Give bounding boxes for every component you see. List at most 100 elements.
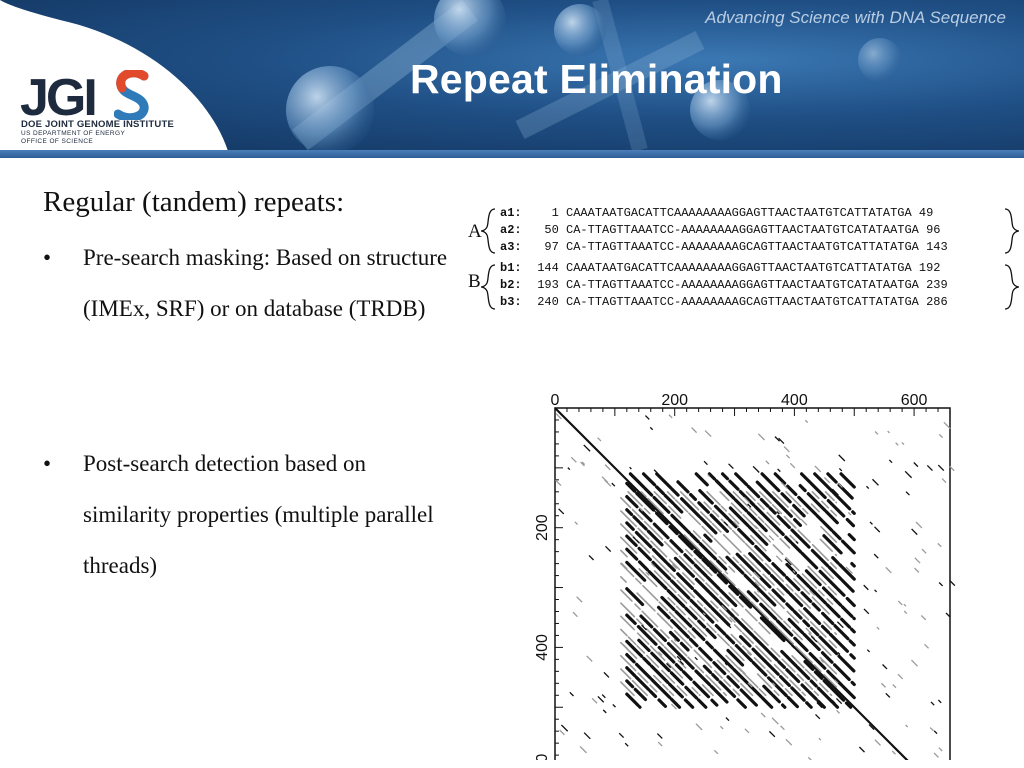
repeat-thread: [746, 590, 759, 603]
similarity-dot: [729, 616, 736, 624]
repeat-thread: [809, 621, 827, 638]
repeat-thread: [826, 669, 844, 687]
similarity-dot: [874, 526, 881, 533]
header-tagline: Advancing Science with DNA Sequence: [705, 8, 1006, 27]
similarity-dot: [829, 495, 835, 501]
y-tick-label: 400: [534, 634, 551, 661]
similarity-dot: [776, 511, 780, 515]
repeat-thread: [653, 490, 667, 505]
repeat-thread: [760, 696, 774, 709]
repeat-thread: [746, 511, 768, 533]
repeat-thread: [660, 629, 670, 639]
repeat-thread: [758, 688, 767, 697]
repeat-thread: [693, 549, 703, 560]
repeat-thread: [636, 632, 650, 645]
repeat-thread: [836, 587, 846, 597]
similarity-dot: [833, 679, 839, 684]
similarity-dot: [658, 651, 663, 656]
repeat-thread: [753, 630, 769, 646]
repeat-thread: [816, 699, 826, 709]
similarity-dot: [719, 725, 724, 730]
similarity-dot: [903, 603, 907, 607]
repeat-thread: [822, 534, 843, 555]
repeat-thread: [850, 627, 856, 634]
repeat-thread: [810, 548, 830, 568]
repeat-thread: [756, 586, 777, 607]
similarity-dot: [926, 464, 933, 472]
similarity-dot: [747, 503, 752, 508]
repeat-thread: [810, 503, 820, 513]
repeat-thread: [670, 618, 690, 639]
similarity-dot: [795, 541, 799, 544]
repeat-thread: [845, 596, 856, 608]
repeat-thread: [802, 619, 811, 628]
repeat-thread: [748, 552, 758, 561]
repeat-thread: [847, 533, 856, 542]
row-label: a1:: [500, 206, 522, 220]
repeat-thread: [758, 622, 771, 635]
repeat-thread: [753, 657, 766, 669]
repeat-thread: [723, 679, 731, 687]
similarity-dot: [588, 554, 595, 561]
repeat-thread: [625, 652, 636, 664]
repeat-thread: [809, 482, 827, 500]
repeat-thread: [719, 609, 733, 623]
repeat-thread: [744, 608, 758, 622]
similarity-dot: [602, 709, 607, 714]
repeat-thread: [668, 525, 679, 536]
similarity-dot: [711, 608, 719, 617]
similarity-dot: [622, 644, 629, 650]
similarity-dot: [933, 730, 938, 735]
similarity-dot: [800, 518, 808, 526]
repeat-thread: [625, 481, 637, 493]
repeat-thread: [821, 611, 835, 626]
repeat-thread: [755, 559, 771, 575]
repeat-thread: [725, 634, 736, 645]
repeat-thread: [758, 490, 772, 505]
similarity-dot: [764, 475, 771, 481]
repeat-thread: [678, 555, 693, 570]
similarity-dot: [888, 459, 893, 464]
repeat-thread: [771, 693, 781, 704]
repeat-thread: [725, 555, 745, 575]
repeat-thread: [625, 508, 634, 517]
repeat-thread: [753, 505, 771, 522]
repeat-thread: [780, 649, 798, 668]
repeat-thread: [816, 686, 835, 704]
repeat-thread: [757, 529, 771, 543]
repeat-thread: [696, 600, 704, 607]
repeat-thread: [636, 644, 646, 654]
bullet-text: Pre-search masking: Based on structure (…: [83, 245, 448, 321]
repeat-thread: [668, 682, 684, 699]
similarity-dot: [756, 590, 760, 594]
repeat-thread: [676, 685, 688, 697]
similarity-dot: [707, 474, 711, 478]
repeat-thread: [620, 562, 635, 578]
repeat-thread: [813, 664, 822, 673]
repeat-thread: [808, 586, 828, 605]
repeat-thread: [741, 632, 754, 645]
repeat-thread: [793, 517, 802, 527]
repeat-thread: [716, 573, 728, 585]
repeat-thread: [718, 680, 737, 699]
repeat-thread: [735, 552, 755, 572]
similarity-dot: [695, 723, 703, 731]
repeat-thread: [634, 530, 653, 549]
repeat-thread: [769, 620, 779, 630]
repeat-thread: [670, 579, 691, 600]
repeat-thread: [666, 662, 684, 679]
repeat-thread: [663, 646, 677, 659]
repeat-thread: [643, 520, 664, 541]
similarity-dot: [777, 468, 781, 473]
repeat-thread: [740, 682, 754, 697]
repeat-thread: [620, 628, 628, 637]
row-end: 192: [918, 261, 941, 275]
header-divider: [0, 150, 1024, 158]
repeat-thread: [785, 602, 795, 612]
repeat-thread: [631, 679, 648, 697]
repeat-thread: [789, 679, 802, 692]
repeat-thread: [637, 672, 649, 684]
repeat-thread: [636, 592, 656, 612]
repeat-thread: [716, 659, 731, 673]
repeat-thread: [811, 543, 829, 562]
